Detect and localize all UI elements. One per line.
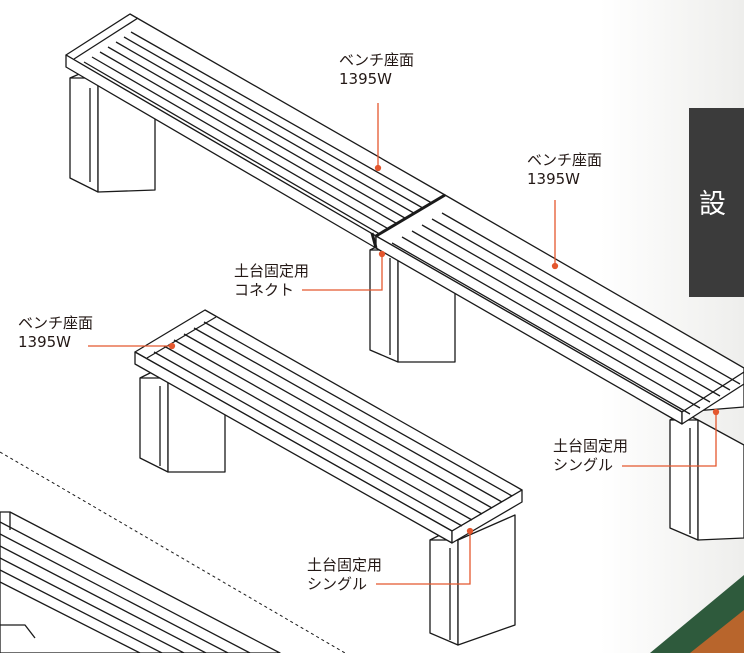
label-seat-left-line2: 1395W bbox=[18, 333, 72, 351]
label-base-single-front: 土台固定用 シングル bbox=[307, 556, 382, 594]
label-base-single-right-line2: シングル bbox=[553, 456, 614, 474]
leader-seat-left bbox=[88, 342, 176, 350]
back-seat-right bbox=[375, 194, 744, 425]
label-base-single-front-line2: シングル bbox=[307, 575, 368, 593]
floor-brown bbox=[690, 610, 744, 653]
back-bench-right-leg bbox=[669, 412, 744, 541]
dashed-guide-line bbox=[0, 451, 346, 653]
front-bench-left-leg bbox=[139, 370, 226, 473]
leader-base-single-right bbox=[622, 408, 720, 467]
label-seat-left-line1: ベンチ座面 bbox=[18, 314, 94, 332]
leader-seat-right bbox=[551, 200, 559, 270]
label-base-single-front-line1: 土台固定用 bbox=[307, 556, 383, 574]
leader-seat-top bbox=[374, 103, 382, 172]
partial-bench bbox=[0, 511, 281, 653]
front-seat bbox=[134, 309, 523, 544]
label-seat-left: ベンチ座面 1395W bbox=[18, 314, 93, 352]
label-seat-right: ベンチ座面 1395W bbox=[527, 151, 602, 189]
label-base-single-right: 土台固定用 シングル bbox=[553, 437, 628, 475]
label-seat-top-line1: ベンチ座面 bbox=[339, 51, 415, 69]
label-seat-top-line2: 1395W bbox=[339, 70, 393, 88]
side-tab-text: 設 bbox=[699, 189, 726, 220]
label-base-connect-line2: コネクト bbox=[234, 281, 295, 299]
seat-joint bbox=[375, 193, 446, 238]
front-bench-right-leg bbox=[429, 514, 516, 646]
side-tab[interactable]: 設 bbox=[689, 108, 744, 297]
back-seat-left bbox=[65, 13, 446, 249]
label-base-single-right-line1: 土台固定用 bbox=[553, 437, 629, 455]
label-seat-right-line2: 1395W bbox=[527, 170, 581, 188]
label-seat-right-line1: ベンチ座面 bbox=[527, 151, 603, 169]
label-seat-top: ベンチ座面 1395W bbox=[339, 51, 414, 89]
label-base-connect: 土台固定用 コネクト bbox=[234, 262, 309, 300]
leader-base-single-front bbox=[376, 527, 474, 585]
label-base-connect-line1: 土台固定用 bbox=[234, 262, 310, 280]
leader-base-connect bbox=[302, 250, 386, 291]
